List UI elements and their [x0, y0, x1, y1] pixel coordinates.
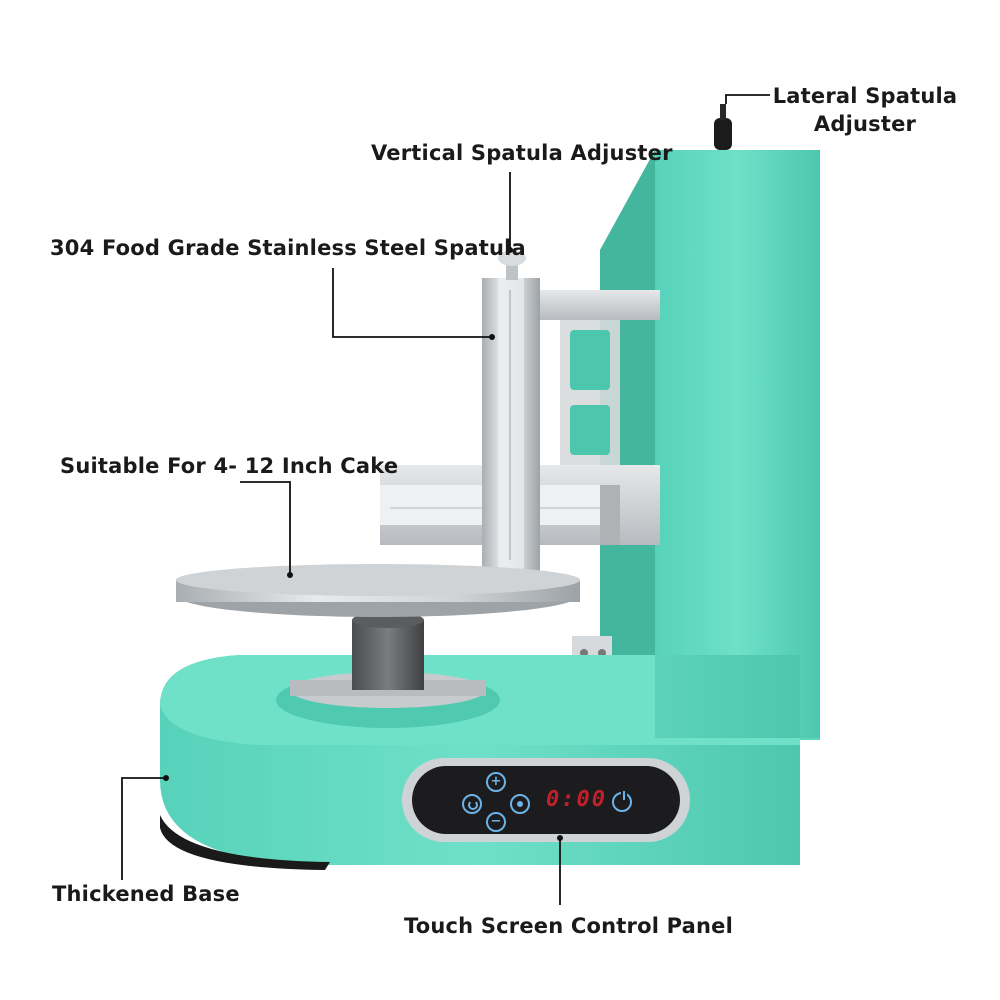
callout-line-spatula	[332, 268, 492, 338]
label-vertical-spatula-adjuster: Vertical Spatula Adjuster	[371, 141, 673, 165]
minus-icon: −	[490, 814, 502, 829]
label-touch-screen-control-panel: Touch Screen Control Panel	[404, 914, 734, 938]
power-button[interactable]	[612, 791, 632, 812]
minus-button[interactable]: −	[486, 812, 506, 832]
lateral-spatula-adjuster-knob[interactable]	[714, 104, 732, 150]
callout-lines	[121, 94, 770, 905]
dot-icon	[517, 801, 523, 807]
control-panel-buttons: + −	[452, 772, 552, 832]
turntable[interactable]	[176, 564, 580, 708]
start-button[interactable]	[510, 794, 530, 814]
mode-button[interactable]	[462, 794, 482, 814]
callout-line-cake-size	[240, 481, 291, 575]
stainless-steel-spatula	[482, 278, 540, 574]
label-lateral-spatula-adjuster: Lateral Spatula Adjuster	[772, 84, 958, 136]
plus-icon: +	[490, 774, 502, 789]
vertical-spatula-adjuster-knob[interactable]	[498, 250, 526, 280]
touch-screen-control-panel[interactable]	[402, 758, 690, 842]
rotate-icon	[468, 800, 478, 810]
callout-line-base	[121, 777, 166, 880]
plus-button[interactable]: +	[486, 772, 506, 792]
label-cake-size: Suitable For 4- 12 Inch Cake	[60, 454, 399, 478]
label-thickened-base: Thickened Base	[52, 882, 240, 906]
callout-dots	[163, 247, 563, 841]
label-stainless-steel-spatula: 304 Food Grade Stainless Steel Spatula	[50, 236, 526, 260]
machine-tower	[600, 150, 820, 740]
power-icon	[621, 791, 627, 800]
timer-display: 0:00	[546, 787, 607, 812]
callout-line-lateral-adjuster	[725, 94, 770, 104]
